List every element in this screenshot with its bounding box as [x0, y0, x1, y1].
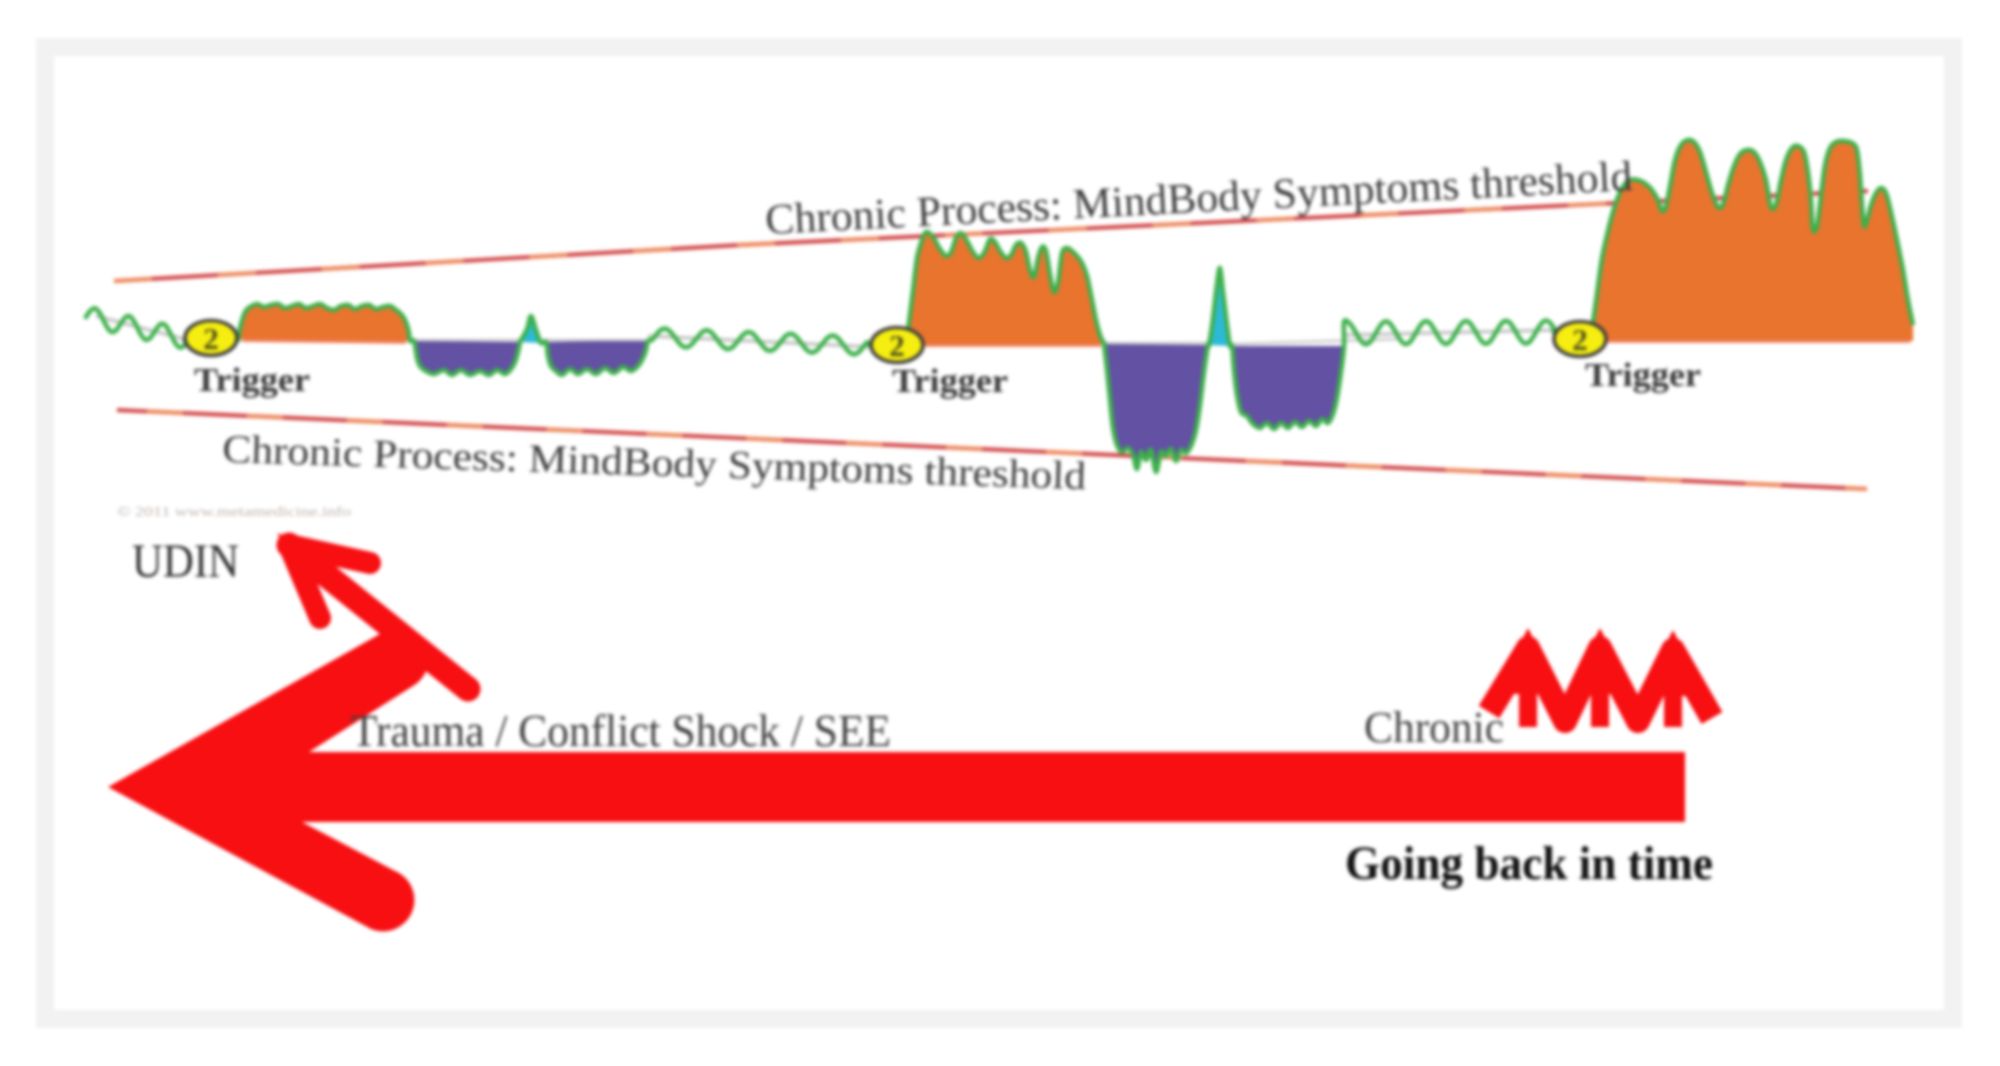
svg-text:2: 2 [889, 328, 905, 363]
svg-text:2: 2 [1572, 322, 1588, 357]
svg-text:2: 2 [203, 321, 219, 356]
svg-text:Chronic: Chronic [1364, 703, 1504, 752]
svg-text:Trigger: Trigger [892, 363, 1008, 400]
svg-text:UDIN: UDIN [132, 535, 239, 588]
svg-text:Trigger: Trigger [194, 362, 310, 399]
svg-text:Trigger: Trigger [1585, 357, 1701, 394]
svg-text:© 2011 www.metamedicine.info: © 2011 www.metamedicine.info [117, 505, 351, 520]
svg-text:Going back in time: Going back in time [1345, 837, 1713, 890]
svg-text:Trauma / Conflict Shock / SEE: Trauma / Conflict Shock / SEE [351, 706, 891, 756]
